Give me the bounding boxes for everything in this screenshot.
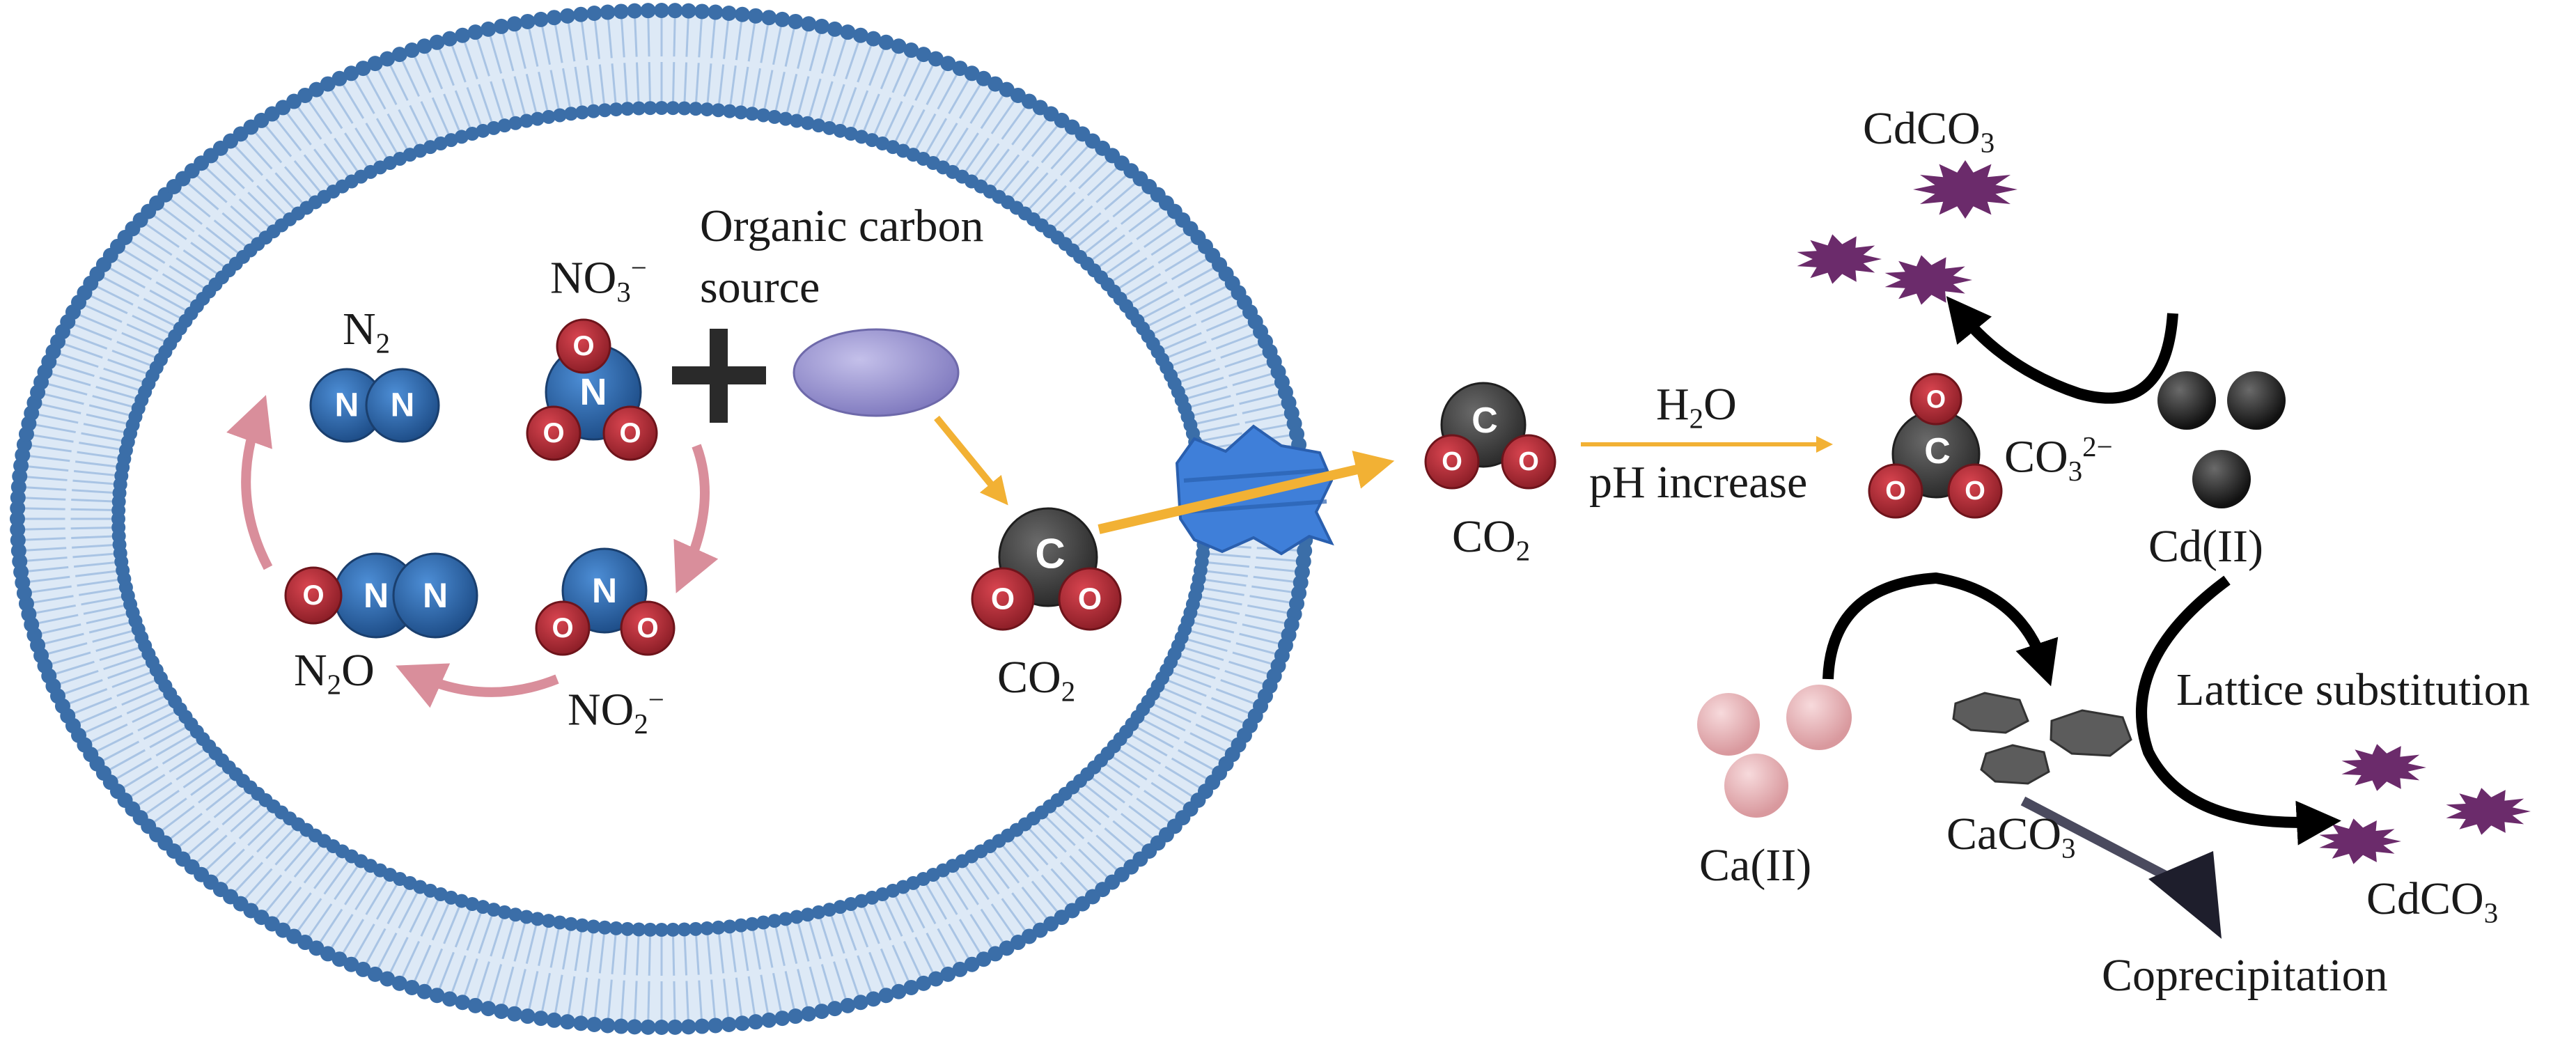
denitrification-cycle-arrows: [226, 395, 719, 708]
cdco3-crystal: [1913, 160, 2017, 219]
label-cdco3-bottom: CdCO3: [2366, 876, 2498, 928]
label-no2-sub: 2: [634, 708, 648, 740]
label-n2: N2: [343, 306, 390, 358]
atom-letter: C: [1472, 400, 1498, 441]
atom-letter: N: [335, 387, 359, 424]
cdco3-crystal: [1797, 234, 1882, 284]
label-n2o-post: O: [341, 645, 375, 696]
label-ca-ii: Ca(II): [1699, 840, 1812, 891]
label-caco3-base: CaCO: [1946, 809, 2061, 859]
n2-molecule: N N: [309, 368, 440, 443]
label-no3-base: NO: [550, 252, 617, 304]
atom-letter: O: [637, 613, 658, 644]
label-co3: CO32−: [2004, 433, 2113, 486]
label-n2o-pre: N: [294, 645, 327, 696]
atom-letter: O: [619, 418, 641, 449]
label-cdco3-top: CdCO3: [1863, 106, 1995, 157]
label-co2-outside: CO2: [1452, 514, 1530, 566]
atom-letter: N: [592, 571, 617, 610]
label-no2-sup: −: [648, 684, 664, 715]
atom-letter: O: [1518, 447, 1539, 476]
atom-letter: O: [1442, 447, 1462, 476]
label-co3-sub: 3: [2068, 455, 2083, 487]
label-h2o-pre: H: [1656, 379, 1689, 430]
arrow-no3-to-no2: [673, 444, 719, 593]
arrow-lattice-substitution: [2136, 575, 2341, 846]
arrow-no2-to-n2o: [396, 663, 559, 708]
label-no3-sup: −: [630, 252, 647, 283]
label-n2-base: N: [343, 304, 376, 355]
atom-letter: O: [552, 613, 573, 644]
label-cd-ii: Cd(II): [2148, 521, 2263, 572]
label-co3-base: CO: [2004, 431, 2068, 483]
label-caco3-sub: 3: [2061, 832, 2076, 864]
label-no2-base: NO: [568, 684, 634, 735]
label-cdco3-top-base: CdCO: [1863, 103, 1981, 154]
label-coprecipitation: Coprecipitation: [2102, 950, 2388, 1001]
nitrite-molecule: N O O: [535, 547, 676, 656]
cdco3-crystal: [2341, 744, 2426, 791]
label-h2o-post: O: [1703, 379, 1737, 430]
arrow-cd-to-cdco3: [1946, 296, 2178, 404]
label-source: source: [700, 262, 820, 313]
arrow-ca-to-caco3: [1822, 572, 2059, 687]
co2-molecule-outside: C O O: [1424, 382, 1556, 490]
ca-ions: [1697, 685, 1852, 818]
label-n2o: N2O: [294, 648, 375, 699]
label-ph-increase: pH increase: [1589, 457, 1808, 508]
arrow-organic-to-co2: [934, 415, 1008, 506]
label-co2-inside: CO2: [997, 655, 1075, 706]
co2-molecule-inside: C O O: [971, 507, 1122, 631]
arrow-n2o-to-n2: [226, 395, 273, 570]
atom-letter: C: [1035, 531, 1065, 577]
label-co3-sup: 2−: [2082, 431, 2113, 462]
atom-letter: O: [1078, 582, 1102, 616]
label-n2-sub: 2: [375, 327, 391, 359]
label-co2-outside-base: CO: [1452, 511, 1516, 562]
label-cdco3-bottom-sub: 3: [2483, 897, 2499, 929]
cdco3-crystal: [1884, 255, 1972, 305]
arrow-co2-out-of-cell: [1098, 451, 1395, 534]
carbonate-molecule: C O O O: [1868, 373, 2003, 519]
atom-letter: O: [1926, 385, 1946, 414]
cdco3-crystal: [2446, 788, 2531, 835]
plus-icon: [672, 329, 766, 423]
atom-letter: O: [542, 418, 564, 449]
label-caco3: CaCO3: [1946, 811, 2075, 863]
label-cdco3-bottom-base: CdCO: [2366, 873, 2484, 924]
label-co2-inside-base: CO: [997, 652, 1061, 703]
atom-letter: N: [580, 371, 607, 413]
atom-letter: N: [423, 576, 448, 615]
organic-carbon-blob: [793, 328, 960, 417]
cdco3-crystal: [2319, 818, 2401, 864]
label-no2: NO2−: [568, 684, 664, 740]
label-n2o-sub: 2: [327, 669, 342, 701]
nitrate-molecule: N O O O: [526, 318, 658, 461]
atom-letter: O: [302, 580, 324, 611]
caco3-crystals: [1952, 692, 2132, 785]
n2o-molecule: N N O: [284, 552, 478, 639]
label-lattice-substitution: Lattice substitution: [2176, 664, 2530, 715]
cd-ions: [2157, 371, 2286, 508]
atom-letter: O: [991, 582, 1015, 616]
label-no3: NO3−: [550, 254, 647, 307]
atom-letter: N: [364, 576, 389, 615]
label-no3-sub: 3: [616, 276, 631, 308]
atom-letter: O: [1965, 476, 1985, 506]
arrow-coprecipitation: [2020, 796, 2222, 939]
label-h2o: H2O: [1656, 382, 1737, 433]
cell-membrane: [10, 3, 1313, 1035]
atom-letter: O: [1885, 476, 1906, 506]
label-co2-outside-sub: 2: [1515, 535, 1531, 567]
atom-letter: C: [1924, 431, 1951, 472]
label-h2o-sub: 2: [1689, 403, 1704, 435]
label-organic-carbon: Organic carbon: [700, 201, 984, 251]
atom-letter: N: [391, 387, 415, 424]
atom-letter: O: [572, 331, 594, 361]
label-cdco3-top-sub: 3: [1980, 127, 1995, 159]
label-co2-inside-sub: 2: [1061, 676, 1076, 708]
